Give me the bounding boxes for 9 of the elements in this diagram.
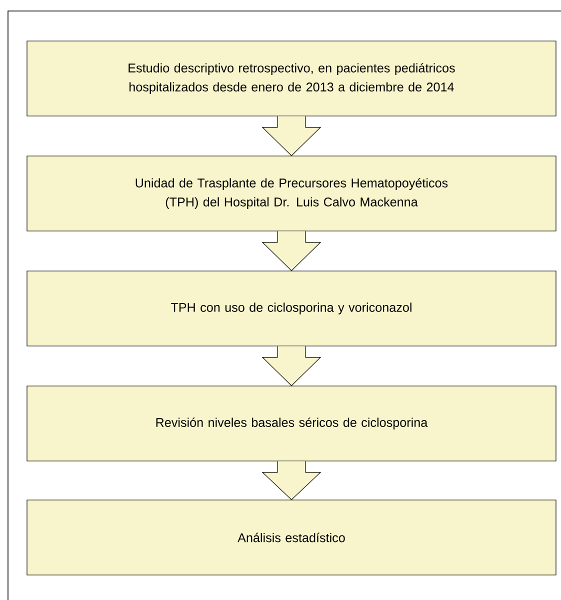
process-box: Revisión niveles basales séricos de ciclosporina bbox=[26, 386, 556, 462]
block-arrow bbox=[262, 346, 322, 386]
block-arrow bbox=[262, 461, 322, 500]
process-box: Estudio descriptivo retrospectivo, en pacientes pediátricos hospitalizados desde enero de 2013 a diciembre de 2014 bbox=[26, 40, 556, 116]
block-arrow bbox=[262, 116, 322, 156]
process-box: Análisis estadístico bbox=[26, 500, 556, 576]
block-arrow bbox=[262, 231, 322, 272]
process-box: TPH con uso de ciclosporina y voriconazol bbox=[26, 270, 556, 346]
process-box: Unidad de Trasplante de Precursores Hematopoyéticos (TPH) del Hospital Dr. Luis Calvo Mackenna bbox=[26, 156, 556, 232]
